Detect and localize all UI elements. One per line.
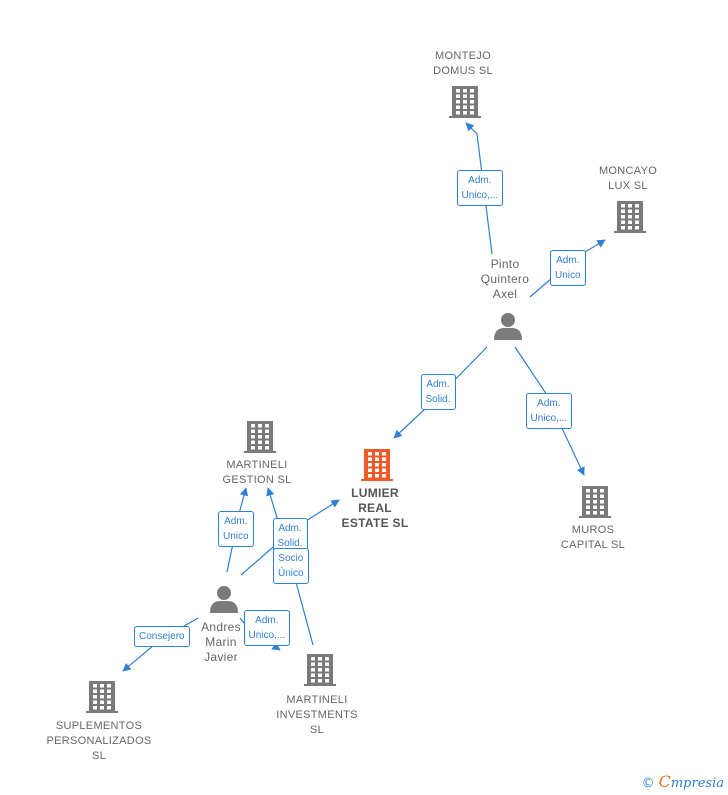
node-label-line: PERSONALIZADOS — [46, 735, 152, 747]
copyright-symbol: © — [641, 776, 655, 791]
relation-badge-line: Adm. — [224, 516, 248, 527]
relation-badge-pinto-muros[interactable]: Adm. Unico,... — [525, 393, 573, 429]
node-label-line: CAPITAL SL — [560, 539, 626, 551]
relation-badge-line: Único — [278, 568, 304, 579]
relation-badge-line: Solid. — [277, 538, 303, 549]
node-label-line: LUMIER — [351, 486, 399, 500]
building-icon-moncayo — [614, 201, 646, 233]
node-label-line: SUPLEMENTOS — [55, 720, 143, 732]
relation-badge-pinto-montejo[interactable]: Adm. Unico,... — [456, 170, 504, 206]
relation-badge-line: Adm. — [468, 175, 492, 186]
node-label-line: Quintero — [480, 272, 530, 286]
building-icon-lumier — [361, 449, 393, 481]
node-label-line: SL — [91, 750, 107, 762]
edge-andres-to-martineli_gestion — [226, 487, 249, 573]
relation-badge-line: Adm. — [426, 379, 450, 390]
node-label-line: MONCAYO — [598, 165, 658, 177]
building-icon-martineli-gestion — [244, 421, 276, 453]
relation-badge-line: Adm. — [278, 523, 302, 534]
relation-badge-line: Unico — [555, 270, 581, 281]
node-label-line: MARTINELI — [286, 694, 348, 706]
node-label-line: MARTINELI — [226, 459, 288, 471]
building-icon-suplementos — [86, 681, 118, 713]
edge-pinto-to-montejo — [465, 122, 493, 255]
node-label-line: Andres — [201, 620, 241, 634]
relation-badge-pinto-lumier[interactable]: Adm. Solid. — [420, 374, 456, 410]
brand-initial: C — [658, 772, 671, 791]
node-label-line: Axel — [492, 287, 518, 301]
relation-badge-line: Unico,... — [461, 190, 499, 201]
node-label-line: INVESTMENTS — [276, 709, 358, 721]
relation-badge-line: Unico,... — [248, 630, 286, 641]
node-label-montejo[interactable]: MONTEJO DOMUS SL — [433, 49, 493, 79]
relation-badge-pinto-moncayo[interactable]: Adm. Unico — [550, 250, 586, 286]
building-icon-martineli-investments — [304, 654, 336, 686]
brand-footer: ©Cmpresia — [642, 772, 724, 791]
node-label-line: Javier — [204, 650, 238, 664]
relation-badge-line: Adm. — [537, 398, 561, 409]
node-label-line: Marin — [205, 635, 237, 649]
relation-badge-line: Adm. — [255, 615, 279, 626]
person-icon-pinto — [494, 313, 522, 340]
node-label-line: SL — [309, 724, 325, 736]
node-label-line: REAL — [358, 501, 392, 515]
edge-pinto-to-muros — [514, 346, 585, 476]
node-label-line: ESTATE SL — [341, 516, 409, 530]
relation-badge-line: Solid. — [425, 394, 451, 405]
relation-badge-line: Unico — [223, 531, 249, 542]
node-label-martineli-gestion[interactable]: MARTINELI GESTION SL — [222, 458, 291, 488]
relation-badge-andres-suplementos[interactable]: Consejero — [134, 625, 190, 647]
brand-name: mpresia — [670, 776, 724, 791]
building-icon-muros — [579, 486, 611, 518]
relation-badge-andres-martineli_gestion[interactable]: Adm. Unico — [218, 511, 254, 547]
relation-badge-andres-martineli_investments[interactable]: Adm. Unico,... — [243, 610, 291, 646]
node-label-line: MONTEJO — [435, 50, 491, 62]
building-icon-montejo — [449, 86, 481, 118]
node-label-line: LUX SL — [608, 180, 648, 192]
relation-badge-line: Consejero — [139, 630, 185, 642]
person-icon-andres — [210, 586, 238, 613]
node-label-muros[interactable]: MUROS CAPITAL SL — [561, 523, 625, 553]
node-label-line: GESTION SL — [222, 474, 292, 486]
node-label-moncayo[interactable]: MONCAYO LUX SL — [599, 164, 657, 194]
node-label-line: Pinto — [490, 257, 520, 271]
node-label-line: DOMUS SL — [433, 65, 493, 77]
relation-badge-line: Unico,... — [530, 413, 568, 424]
node-label-line: MUROS — [571, 524, 615, 536]
node-label-martineli-investments[interactable]: MARTINELI INVESTMENTS SL — [276, 693, 358, 738]
relation-badge-line: Socio — [278, 553, 304, 564]
node-label-suplementos[interactable]: SUPLEMENTOS PERSONALIZADOS SL — [46, 719, 151, 764]
relation-badge-line: Adm. — [556, 255, 580, 266]
